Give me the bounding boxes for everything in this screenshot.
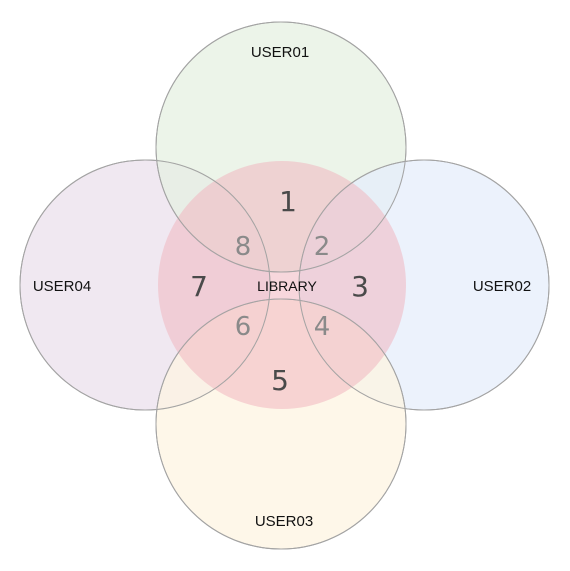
region-number-4: 4 — [314, 312, 331, 342]
label-user04: USER04 — [33, 278, 91, 295]
circle-library — [158, 161, 406, 409]
label-user03: USER03 — [255, 513, 313, 530]
region-number-5: 5 — [271, 364, 289, 397]
region-number-8: 8 — [235, 232, 252, 262]
label-library: LIBRARY — [257, 278, 317, 294]
region-number-6: 6 — [235, 312, 252, 342]
label-user01: USER01 — [251, 44, 309, 61]
region-number-3: 3 — [351, 270, 369, 303]
region-number-2: 2 — [314, 232, 331, 262]
label-user02: USER02 — [473, 278, 531, 295]
circle-outlines — [19, 21, 550, 550]
region-number-7: 7 — [190, 270, 208, 303]
region-number-1: 1 — [279, 185, 297, 218]
